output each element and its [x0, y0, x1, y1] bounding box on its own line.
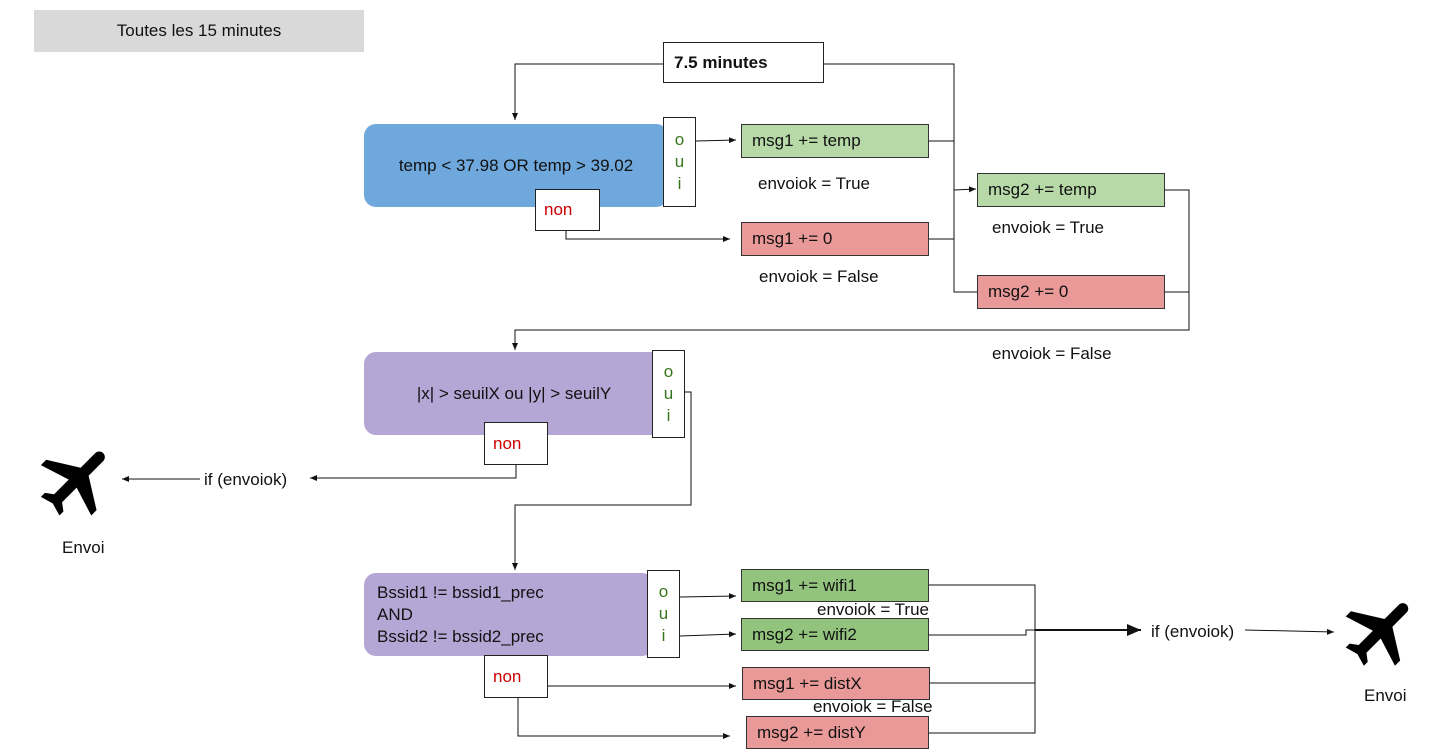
envoiok-false-label: envoiok = False	[759, 267, 879, 286]
envoiok-true-label-2: envoiok = True	[992, 218, 1104, 237]
frequency-label: Toutes les 15 minutes	[116, 21, 282, 40]
action-msg1-temp: msg1 += temp	[741, 124, 929, 158]
movement-condition-text: |x| > seuilX ou |y| > seuilY	[416, 383, 612, 403]
if-envoiok-right: if (envoiok)	[1151, 622, 1235, 641]
envoiok-false-label-2: envoiok = False	[992, 344, 1112, 363]
envoiok-true-label: envoiok = True	[758, 174, 870, 193]
action-msg2-temp: msg2 += temp	[977, 173, 1165, 207]
action-msg1-zero: msg1 += 0	[741, 222, 929, 256]
bssid-condition-line-3: Bssid2 != bssid2_prec	[377, 626, 544, 646]
envoiok-true-label-3: envoiok = True	[817, 600, 929, 619]
bssid-condition-line-1: Bssid1 != bssid1_prec	[377, 582, 544, 602]
movement-condition: |x| > seuilX ou |y| > seuilY	[364, 352, 664, 435]
action-msg2-zero: msg2 += 0	[977, 275, 1165, 309]
cond3-no-label: non	[484, 655, 548, 698]
cond2-no-label: non	[484, 422, 548, 465]
envoiok-false-label-3: envoiok = False	[813, 697, 933, 716]
action-msg1-dist: msg1 += distX	[742, 667, 930, 700]
airplane-icon-right	[1336, 588, 1428, 676]
airplane-icon	[32, 436, 124, 526]
bssid-condition-line-2: AND	[377, 604, 413, 624]
frequency-header: Toutes les 15 minutes	[34, 10, 364, 52]
temperature-condition: temp < 37.98 OR temp > 39.02	[364, 124, 668, 207]
bssid-condition: Bssid1 != bssid1_prec AND Bssid2 != bssi…	[364, 573, 654, 656]
envoi-right-label: Envoi	[1364, 686, 1407, 705]
action-msg2-dist: msg2 += distY	[746, 716, 929, 749]
cond1-no-label: non	[535, 189, 600, 231]
if-envoiok-left: if (envoiok)	[204, 470, 288, 489]
action-msg2-wifi: msg2 += wifi2	[741, 618, 929, 651]
timer-label: 7.5 minutes	[674, 52, 768, 72]
temperature-condition-text: temp < 37.98 OR temp > 39.02	[398, 155, 634, 175]
envoi-left-label: Envoi	[62, 538, 105, 557]
timer-box: 7.5 minutes	[663, 42, 824, 83]
action-msg1-wifi: msg1 += wifi1	[741, 569, 929, 602]
